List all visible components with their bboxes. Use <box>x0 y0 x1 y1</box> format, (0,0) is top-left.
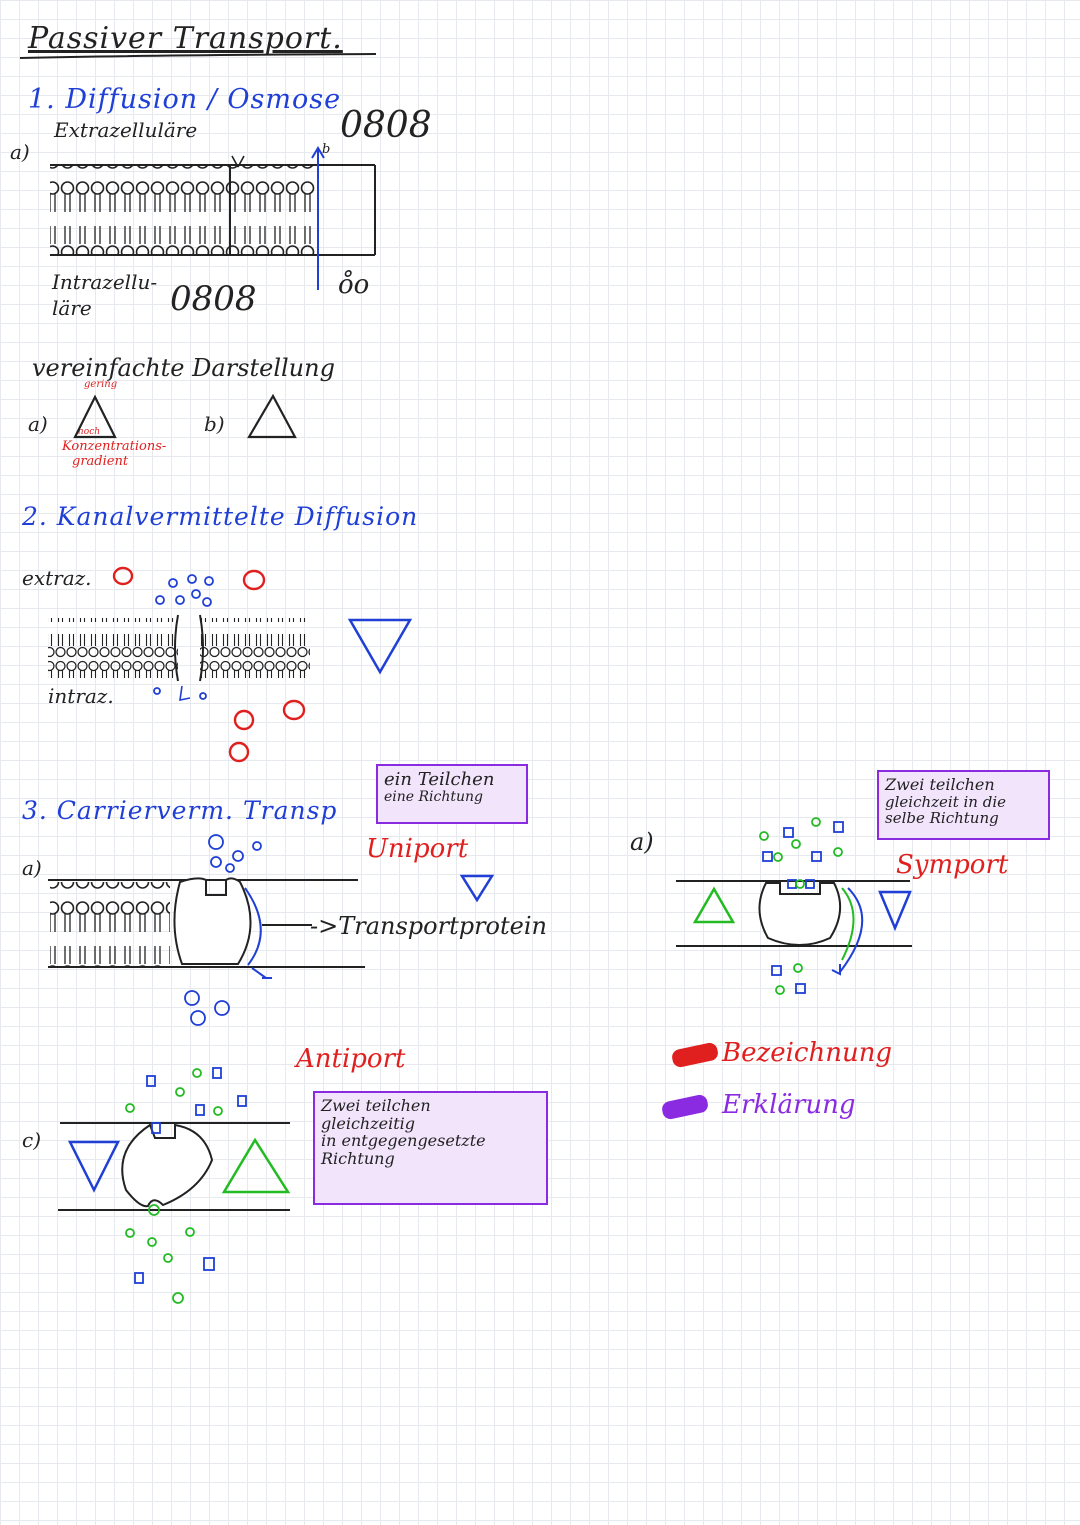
antiport-box-line-4: Richtung <box>321 1148 395 1168</box>
symport-box-line-2: gleichzeit in die <box>885 792 1007 811</box>
antiport-triangle-blue <box>67 1140 121 1193</box>
label-a3: a) <box>22 856 42 880</box>
heading-kanal: 2. Kanalvermittelte Diffusion <box>22 502 419 531</box>
label-intraz: intraz. <box>48 684 114 708</box>
channel-particles-red <box>112 566 306 763</box>
page-title: Passiver Transport. <box>28 21 343 56</box>
antiport-explanation-box: Zwei teilchen gleichzeitig in entgegenge… <box>313 1091 548 1205</box>
carrier-protein-uniport <box>173 877 252 965</box>
antiport-box-line-2: gleichzeitig <box>321 1113 416 1133</box>
uniport-triangle <box>459 874 495 903</box>
transport-protein-label: ->Transportprotein <box>310 912 547 940</box>
label-gradient-2: gradient <box>72 454 129 469</box>
uniport-particles <box>184 834 262 1026</box>
uniport-explanation-box: ein Teilchen eine Richtung <box>376 764 528 824</box>
label-intrazellulaere-1: Intrazellu- <box>52 270 158 294</box>
gradient-triangle-b <box>247 393 297 439</box>
symport-label-a: a) <box>630 828 654 856</box>
antiport-box-line-3: in entgegengesetzte <box>321 1131 486 1151</box>
symport-name: Symport <box>896 850 1009 880</box>
molecule-small: o̊o <box>338 270 370 300</box>
legend-bezeichnung: Bezeichnung <box>722 1038 893 1068</box>
antiport-circles-green <box>125 1068 223 1304</box>
label-intrazellulaere-2: läre <box>52 296 92 320</box>
uniport-arrow <box>244 887 272 979</box>
label-a: a) <box>10 140 30 164</box>
label-c: c) <box>22 1128 42 1152</box>
heading-diffusion: 1. Diffusion / Osmose <box>28 84 342 115</box>
b-mark: b <box>322 142 331 157</box>
molecule-bottom: 0808 <box>170 279 257 319</box>
channel-arrow <box>179 685 191 702</box>
symport-box-line-1: Zwei teilchen <box>885 775 995 794</box>
label-gering: gering <box>84 379 118 390</box>
uniport-label: Uniport <box>366 834 469 864</box>
label-hoch: hoch <box>78 427 101 437</box>
label-gradient-1: Konzentrations- <box>62 439 167 454</box>
legend-erklaerung: Erklärung <box>722 1090 856 1120</box>
label-b2: b) <box>204 412 225 436</box>
antiport-triangle-green <box>221 1137 291 1194</box>
membrane-2-right <box>200 618 310 678</box>
simplified-heading: vereinfachte Darstellung <box>32 354 335 382</box>
osmosis-arrow <box>311 146 325 290</box>
uniport-box-line-2: eine Richtung <box>384 788 484 805</box>
antiport-box-line-1: Zwei teilchen <box>321 1096 431 1115</box>
symport-arrow-green <box>841 887 855 961</box>
antiport-squares-blue <box>134 1067 247 1284</box>
label-extrazellulaere: Extrazelluläre <box>54 118 198 142</box>
antiport-label: Antiport <box>296 1044 406 1074</box>
channel-particles-blue <box>153 574 214 700</box>
symport-circles-green <box>759 817 843 995</box>
molecule-top: 0808 <box>340 105 432 146</box>
carrier-protein-symport <box>758 882 841 946</box>
symport-triangle-blue <box>878 890 912 932</box>
heading-carrier: 3. Carrierverm. Transp <box>22 796 338 825</box>
uniport-box-line-1: ein Teilchen <box>384 769 495 790</box>
channel-triangle <box>347 618 413 675</box>
symport-arrow-blue <box>831 887 864 976</box>
carrier-protein-antiport <box>121 1123 214 1208</box>
diffusion-arrow <box>231 155 245 168</box>
symport-triangle-green <box>692 886 736 924</box>
channel-protein <box>174 614 204 682</box>
gradient-triangle-a <box>73 394 117 439</box>
symport-explanation-box: Zwei teilchen gleichzeit in die selbe Ri… <box>877 770 1050 840</box>
symport-squares-blue <box>762 821 844 994</box>
title-underline <box>19 53 377 59</box>
label-a2: a) <box>28 412 48 436</box>
membrane-2-left <box>48 618 178 678</box>
label-extraz: extraz. <box>22 566 92 590</box>
membrane-3a-lipids <box>50 882 170 966</box>
symport-box-line-3: selbe Richtung <box>885 809 999 828</box>
membrane-1 <box>50 165 315 255</box>
